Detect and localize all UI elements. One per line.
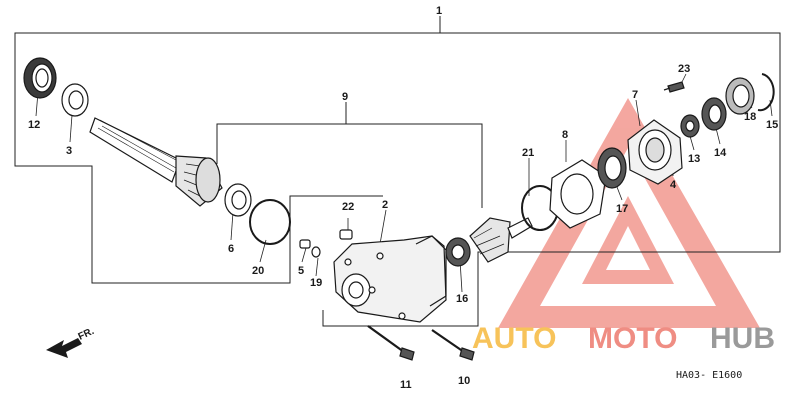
label-part-15: 15 — [766, 119, 778, 131]
oil-seal-part — [23, 57, 57, 99]
bearing-part — [445, 237, 471, 267]
circlip-part — [757, 73, 775, 112]
label-part-17: 17 — [616, 203, 628, 215]
label-part-23: 23 — [678, 63, 690, 75]
label-part-19: 19 — [310, 277, 322, 289]
drawing-code: HA03- E1600 — [676, 370, 742, 381]
label-part-3: 3 — [66, 145, 72, 157]
label-part-22: 22 — [342, 201, 354, 213]
label-part-13: 13 — [688, 153, 700, 165]
label-part-11: 11 — [400, 379, 412, 391]
label-part-7: 7 — [632, 89, 638, 101]
label-part-21: 21 — [522, 147, 534, 159]
long-bolt-10-part — [431, 329, 475, 361]
gasket-part — [549, 159, 607, 229]
watermark-auto: AUTO — [472, 322, 556, 355]
bearing-large-part — [597, 147, 627, 189]
dowel-pin-part — [299, 239, 311, 249]
lock-washer-part — [680, 114, 700, 138]
label-part-16: 16 — [456, 293, 468, 305]
part-number-labels: 1 2 3 4 5 6 7 8 9 10 11 12 13 14 15 16 1… — [28, 5, 778, 391]
label-part-4: 4 — [670, 179, 677, 191]
watermark-hub: HUB — [710, 322, 775, 355]
gear-case-part — [333, 235, 447, 323]
long-bolt-11-part — [367, 325, 415, 361]
watermark-moto: MOTO — [588, 322, 677, 355]
shim-part — [224, 183, 252, 217]
nut-part — [701, 97, 727, 131]
o-ring-part — [249, 199, 291, 245]
small-washer-part — [311, 246, 321, 258]
watermark-logo — [498, 98, 760, 328]
watermark-text: AUTO MOTO HUB — [472, 322, 775, 355]
label-part-10: 10 — [458, 375, 470, 387]
label-part-14: 14 — [714, 147, 727, 159]
label-part-8: 8 — [562, 129, 568, 141]
washer-part — [61, 83, 89, 117]
output-shaft-part — [89, 117, 223, 207]
outer-bearing-part — [725, 77, 755, 115]
label-part-1: 1 — [436, 5, 442, 17]
front-arrow-label: FR. — [77, 326, 96, 343]
front-direction-arrow: FR. — [46, 326, 96, 358]
pin-part — [339, 229, 353, 240]
small-bolt-part — [663, 81, 685, 93]
label-part-18: 18 — [744, 111, 756, 123]
label-part-20: 20 — [252, 265, 264, 277]
label-part-6: 6 — [228, 243, 234, 255]
label-part-5: 5 — [298, 265, 304, 277]
label-part-9: 9 — [342, 91, 348, 103]
label-part-12: 12 — [28, 119, 40, 131]
label-part-2: 2 — [382, 199, 388, 211]
pinion-gear-part — [469, 217, 533, 263]
bearing-holder-part — [627, 119, 683, 185]
